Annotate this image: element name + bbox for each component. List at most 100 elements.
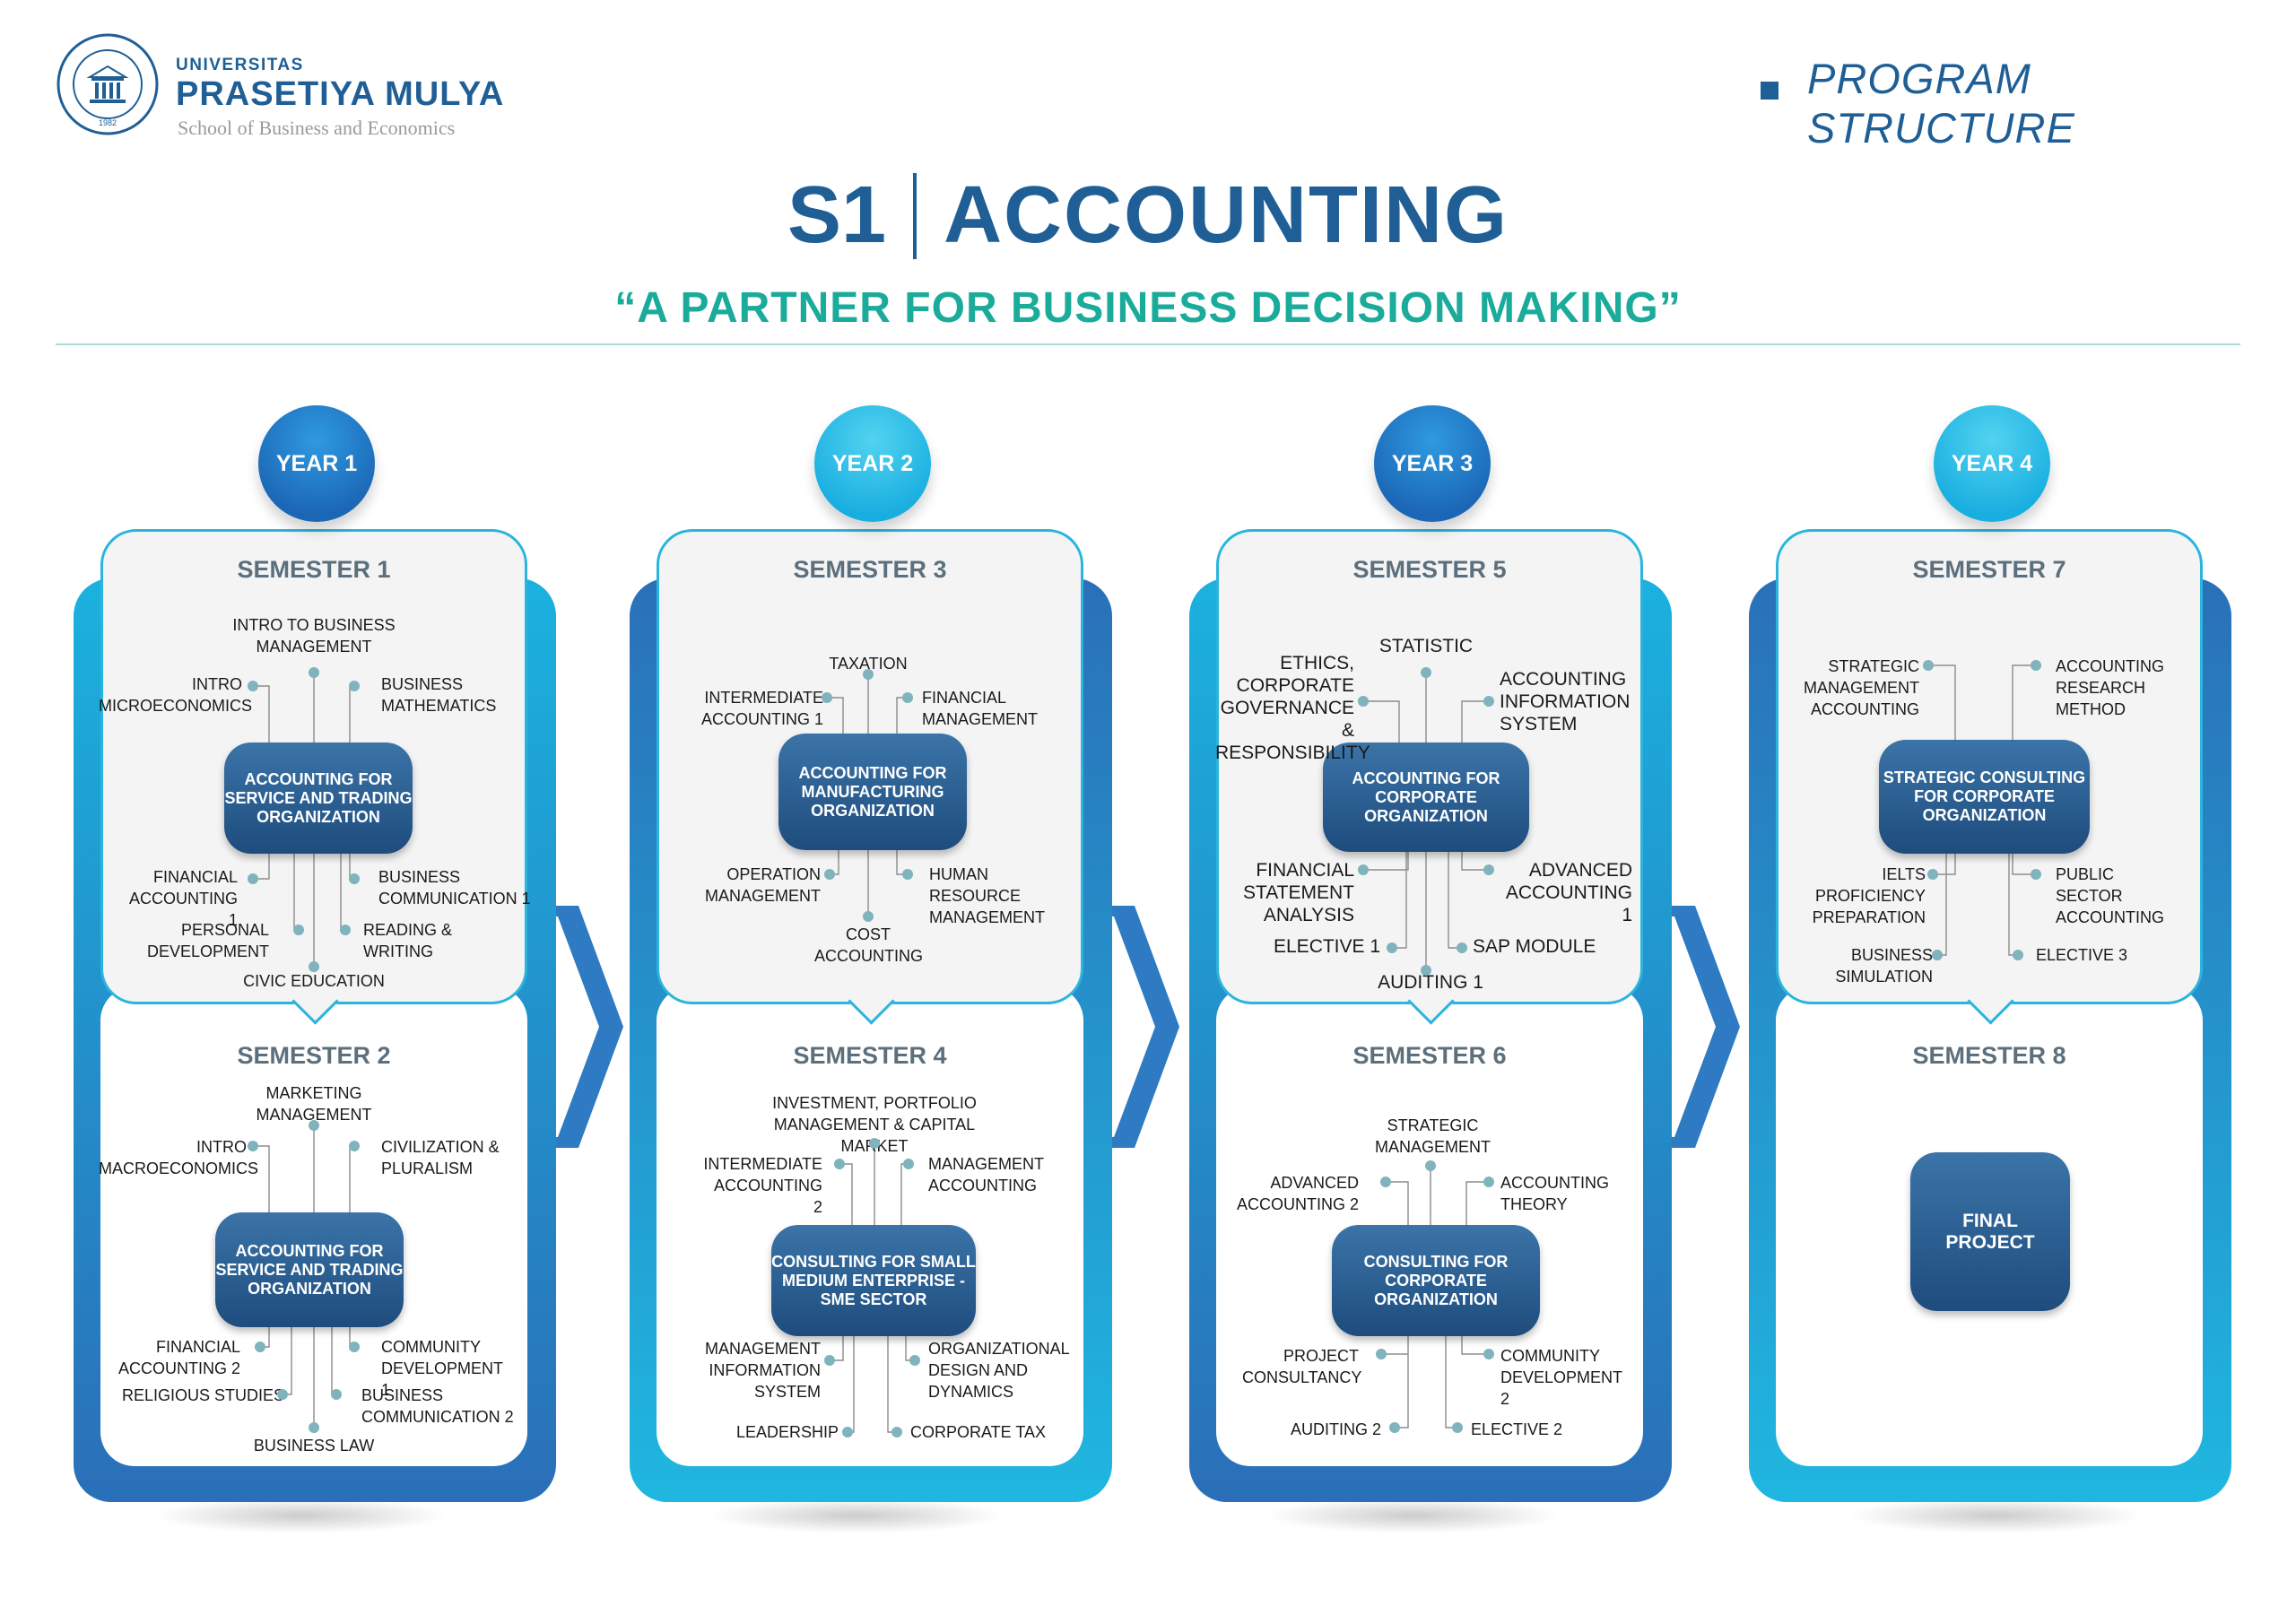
course-label: COST ACCOUNTING: [814, 925, 923, 965]
course-label: INTERMEDIATE ACCOUNTING 2: [703, 1155, 822, 1216]
connector-dot: [248, 681, 258, 691]
course-label: MARKETING MANAGEMENT: [256, 1084, 372, 1124]
school-name: School of Business and Economics: [178, 117, 456, 139]
connector-dot: [1483, 864, 1494, 875]
course-label: BUSINESS SIMULATION: [1835, 946, 1933, 986]
semester-7-core-course: STRATEGIC CONSULTING FOR CORPORATE ORGAN…: [1879, 740, 2090, 854]
university-name: PRASETIYA MULYA: [176, 75, 505, 113]
course-label: FINANCIAL MANAGEMENT: [922, 689, 1039, 728]
semester-2-core-course: ACCOUNTING FOR SERVICE AND TRADING ORGAN…: [215, 1212, 404, 1327]
year-2-badge: YEAR 2: [814, 405, 931, 522]
course-label: ORGANIZATIONAL DESIGN AND DYNAMICS: [928, 1340, 1070, 1401]
column-shadow: [1265, 1498, 1561, 1533]
connector-dot: [1923, 660, 1934, 671]
svg-text:1982: 1982: [99, 118, 117, 127]
course-label: FINANCIAL ACCOUNTING 1: [129, 868, 238, 929]
course-label: INTRO MACROECONOMICS: [99, 1138, 259, 1177]
next-arrow: [1094, 906, 1179, 1148]
connector-dot: [340, 925, 351, 935]
course-label: INTERMEDIATE ACCOUNTING 1: [700, 689, 823, 728]
course-label: RELIGIOUS STUDIES: [122, 1386, 285, 1404]
course-label: BUSINESS COMMUNICATION 2: [361, 1386, 514, 1426]
degree-level: S1: [787, 170, 887, 260]
connector-dot: [349, 681, 360, 691]
course-label: AUDITING 2: [1290, 1420, 1381, 1438]
section-label: PROGRAM STRUCTURE: [1807, 55, 2075, 152]
column-shadow: [152, 1498, 448, 1533]
connector-dot: [2031, 869, 2041, 880]
connector-dot: [331, 1389, 342, 1400]
connector-dot: [309, 1120, 319, 1131]
connector-dot: [2031, 660, 2041, 671]
course-label: ADVANCED ACCOUNTING 2: [1236, 1174, 1359, 1213]
course-label: ADVANCED ACCOUNTING 1: [1505, 860, 1632, 925]
program-tagline: “A PARTNER FOR BUSINESS DECISION MAKING”: [614, 284, 1682, 332]
connector-dot: [1358, 864, 1369, 875]
course-label: ELECTIVE 2: [1471, 1420, 1563, 1438]
connector-dot: [822, 692, 832, 703]
semester-5-core-course: ACCOUNTING FOR CORPORATE ORGANIZATION: [1323, 743, 1529, 852]
final-project-box: FINAL PROJECT: [1910, 1152, 2070, 1311]
year-3-badge: YEAR 3: [1374, 405, 1491, 522]
semester-4-title: SEMESTER 4: [793, 1042, 947, 1069]
connector-dot: [277, 1389, 288, 1400]
course-label: PROJECT CONSULTANCY: [1242, 1347, 1362, 1386]
course-label: ELECTIVE 3: [2036, 946, 2128, 964]
connector-dot: [1483, 1177, 1494, 1187]
connector-dot: [1376, 1349, 1387, 1359]
connector-dot: [824, 869, 835, 880]
connector-dot: [1380, 1177, 1391, 1187]
semester-3-title: SEMESTER 3: [793, 556, 947, 583]
course-label: CIVIC EDUCATION: [243, 972, 385, 990]
course-label: CIVILIZATION & PLURALISM: [381, 1138, 500, 1177]
connector-dot: [255, 1342, 265, 1352]
page-title: S1 ACCOUNTING: [0, 169, 2296, 263]
connector-dot: [309, 667, 319, 678]
semester-4-core-course: CONSULTING FOR SMALL MEDIUM ENTERPRISE -…: [771, 1225, 976, 1336]
connector-dot: [902, 869, 913, 880]
university-seal-logo: 1982: [57, 33, 159, 135]
connector-dot: [1389, 1422, 1400, 1433]
course-label: INTRO TO BUSINESS MANAGEMENT: [232, 616, 396, 656]
semester-1-core-course: ACCOUNTING FOR SERVICE AND TRADING ORGAN…: [224, 743, 413, 854]
course-label: ETHICS, CORPORATE GOVERNANCE & RESPONSIB…: [1215, 653, 1370, 763]
connector-dot: [1425, 1160, 1436, 1171]
connector-dot: [349, 873, 360, 884]
next-arrow: [1655, 906, 1740, 1148]
course-label: AUDITING 1: [1378, 972, 1483, 993]
year-4-badge: YEAR 4: [1934, 405, 2050, 522]
university-label: UNIVERSITAS: [176, 56, 304, 74]
course-label: PERSONAL DEVELOPMENT: [146, 921, 269, 960]
course-label: MANAGEMENT ACCOUNTING: [928, 1155, 1044, 1194]
connector-dot: [349, 1342, 360, 1352]
connector-dot: [863, 669, 874, 680]
connector-dot: [1358, 696, 1369, 707]
connector-dot: [309, 961, 319, 972]
connector-dot: [349, 1141, 360, 1151]
connector-dot: [863, 911, 874, 922]
course-label: CORPORATE TAX: [910, 1423, 1047, 1441]
course-label: FINANCIAL STATEMENT ANALYSIS: [1242, 860, 1354, 925]
connector-dot: [903, 1159, 914, 1169]
semester-8-title: SEMESTER 8: [1912, 1042, 2066, 1069]
course-label: INVESTMENT, PORTFOLIO MANAGEMENT & CAPIT…: [772, 1094, 977, 1155]
course-label: FINANCIAL ACCOUNTING 2: [117, 1338, 240, 1377]
semester-1-title: SEMESTER 1: [237, 556, 391, 583]
course-label: READING & WRITING: [363, 921, 453, 960]
course-label: BUSINESS COMMUNICATION 1: [378, 868, 531, 908]
course-label: BUSINESS LAW: [253, 1437, 375, 1455]
course-label: ACCOUNTING RESEARCH METHOD: [2056, 657, 2164, 718]
semester-3-core-course: ACCOUNTING FOR MANUFACTURING ORGANIZATIO…: [778, 734, 967, 850]
column-shadow: [709, 1498, 1004, 1533]
connector-dot: [248, 873, 258, 884]
connector-dot: [1452, 1422, 1463, 1433]
course-label: OPERATION MANAGEMENT: [704, 865, 821, 905]
course-label: MANAGEMENT INFORMATION SYSTEM: [704, 1340, 821, 1401]
course-label: BUSINESS MATHEMATICS: [381, 675, 497, 715]
connector-dot: [834, 1159, 845, 1169]
connector-dot: [248, 1141, 258, 1151]
connector-dot: [902, 692, 913, 703]
course-label: STRATEGIC MANAGEMENT: [1374, 1116, 1491, 1156]
connector-dot: [2013, 950, 2023, 960]
